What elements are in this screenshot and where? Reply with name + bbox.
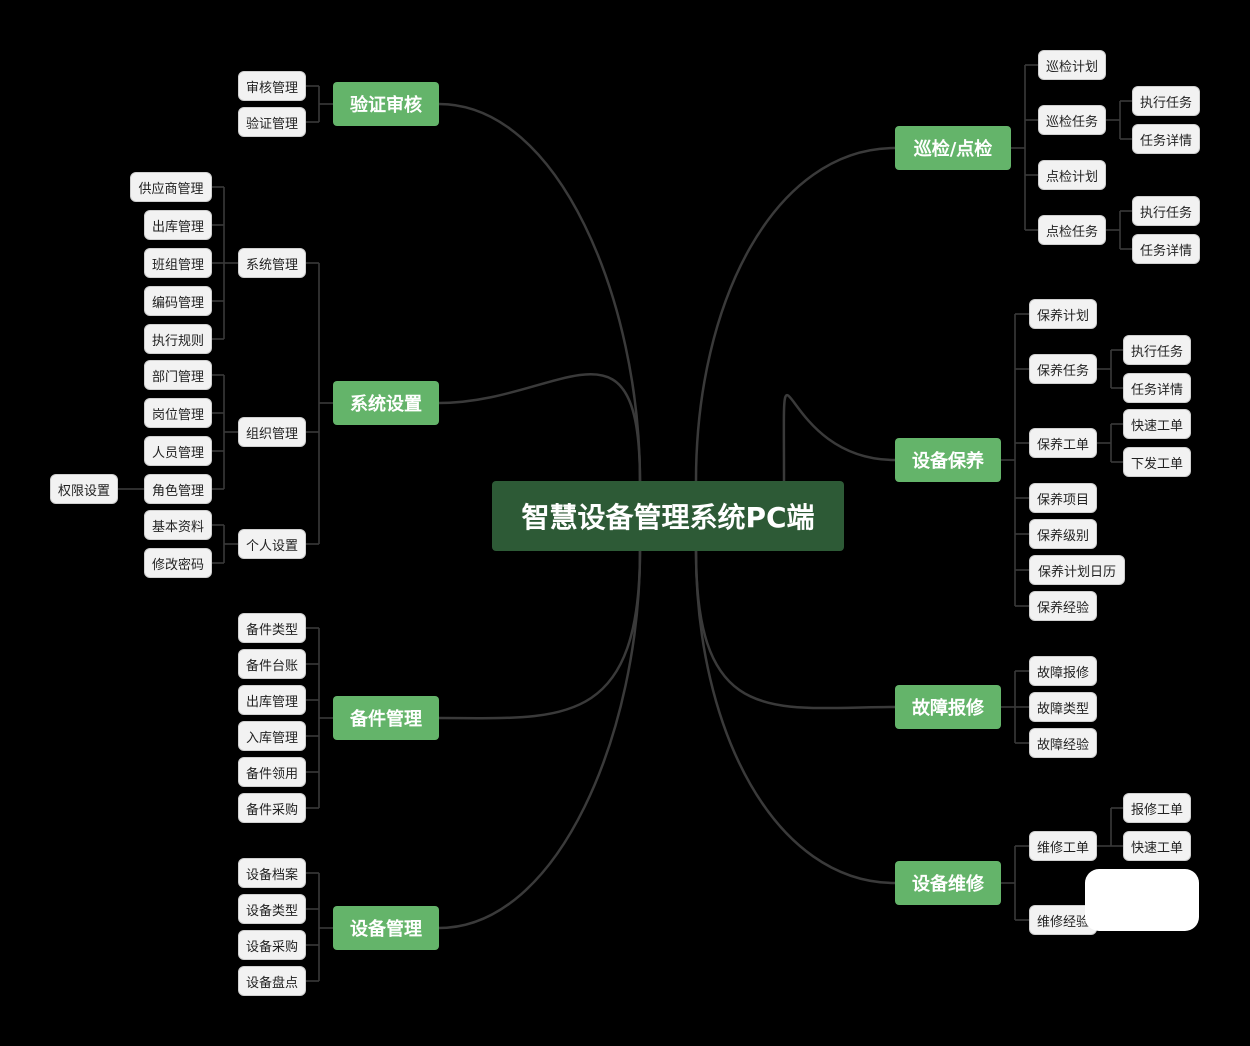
branch-spare-parts[interactable]: 备件管理: [333, 696, 439, 740]
leaf-fault-experience[interactable]: 故障经验: [1029, 728, 1097, 758]
branch-verify-audit[interactable]: 验证审核: [333, 82, 439, 126]
leaf-change-password[interactable]: 修改密码: [144, 548, 212, 578]
leaf-repair-report-order[interactable]: 报修工单: [1123, 793, 1191, 823]
root-topic[interactable]: 智慧设备管理系统PC端: [492, 481, 844, 551]
leaf-verification-management[interactable]: 验证管理: [238, 107, 306, 137]
leaf-patrol-exec-task[interactable]: 执行任务: [1132, 86, 1200, 116]
leaf-parts-type[interactable]: 备件类型: [238, 613, 306, 643]
leaf-spot-task[interactable]: 点检任务: [1038, 215, 1106, 245]
leaf-parts-outbound[interactable]: 出库管理: [238, 685, 306, 715]
branch-repair[interactable]: 设备维修: [895, 861, 1001, 905]
leaf-system-management[interactable]: 系统管理: [238, 248, 306, 278]
leaf-maint-order[interactable]: 保养工单: [1029, 428, 1097, 458]
leaf-maint-issue-order[interactable]: 下发工单: [1123, 447, 1191, 477]
leaf-role-management[interactable]: 角色管理: [144, 474, 212, 504]
leaf-staff-management[interactable]: 人员管理: [144, 436, 212, 466]
leaf-device-archive[interactable]: 设备档案: [238, 858, 306, 888]
leaf-fault-type[interactable]: 故障类型: [1029, 692, 1097, 722]
leaf-repair-order[interactable]: 维修工单: [1029, 831, 1097, 861]
leaf-parts-inbound[interactable]: 入库管理: [238, 721, 306, 751]
leaf-spot-task-detail[interactable]: 任务详情: [1132, 234, 1200, 264]
leaf-supplier-management[interactable]: 供应商管理: [130, 172, 212, 202]
leaf-maint-plan[interactable]: 保养计划: [1029, 299, 1097, 329]
leaf-maint-task-detail[interactable]: 任务详情: [1123, 373, 1191, 403]
leaf-maint-quick-order[interactable]: 快速工单: [1123, 409, 1191, 439]
leaf-parts-ledger[interactable]: 备件台账: [238, 649, 306, 679]
leaf-personal-settings[interactable]: 个人设置: [238, 529, 306, 559]
leaf-permission-settings[interactable]: 权限设置: [50, 474, 118, 504]
leaf-maint-item[interactable]: 保养项目: [1029, 483, 1097, 513]
leaf-fault-report[interactable]: 故障报修: [1029, 656, 1097, 686]
leaf-maint-task[interactable]: 保养任务: [1029, 354, 1097, 384]
leaf-spot-plan[interactable]: 点检计划: [1038, 160, 1106, 190]
leaf-parts-purchase[interactable]: 备件采购: [238, 793, 306, 823]
leaf-patrol-plan[interactable]: 巡检计划: [1038, 50, 1106, 80]
leaf-repair-quick-order[interactable]: 快速工单: [1123, 831, 1191, 861]
branch-maintenance[interactable]: 设备保养: [895, 438, 1001, 482]
leaf-code-management[interactable]: 编码管理: [144, 286, 212, 316]
branch-fault-report[interactable]: 故障报修: [895, 685, 1001, 729]
leaf-post-management[interactable]: 岗位管理: [144, 398, 212, 428]
leaf-outbound-management[interactable]: 出库管理: [144, 210, 212, 240]
leaf-execution-rules[interactable]: 执行规则: [144, 324, 212, 354]
leaf-device-type[interactable]: 设备类型: [238, 894, 306, 924]
branch-device-management[interactable]: 设备管理: [333, 906, 439, 950]
redaction-patch: [1085, 869, 1199, 931]
leaf-audit-management[interactable]: 审核管理: [238, 71, 306, 101]
leaf-maint-level[interactable]: 保养级别: [1029, 519, 1097, 549]
leaf-device-inventory[interactable]: 设备盘点: [238, 966, 306, 996]
leaf-maint-experience[interactable]: 保养经验: [1029, 591, 1097, 621]
leaf-department-management[interactable]: 部门管理: [144, 360, 212, 390]
branch-inspection[interactable]: 巡检/点检: [895, 126, 1011, 170]
leaf-parts-use[interactable]: 备件领用: [238, 757, 306, 787]
leaf-maint-calendar[interactable]: 保养计划日历: [1029, 555, 1125, 585]
leaf-basic-info[interactable]: 基本资料: [144, 510, 212, 540]
leaf-maint-exec-task[interactable]: 执行任务: [1123, 335, 1191, 365]
branch-system-settings[interactable]: 系统设置: [333, 381, 439, 425]
leaf-spot-exec-task[interactable]: 执行任务: [1132, 196, 1200, 226]
leaf-device-purchase[interactable]: 设备采购: [238, 930, 306, 960]
leaf-org-management[interactable]: 组织管理: [238, 417, 306, 447]
leaf-patrol-task[interactable]: 巡检任务: [1038, 105, 1106, 135]
leaf-patrol-task-detail[interactable]: 任务详情: [1132, 124, 1200, 154]
leaf-team-management[interactable]: 班组管理: [144, 248, 212, 278]
